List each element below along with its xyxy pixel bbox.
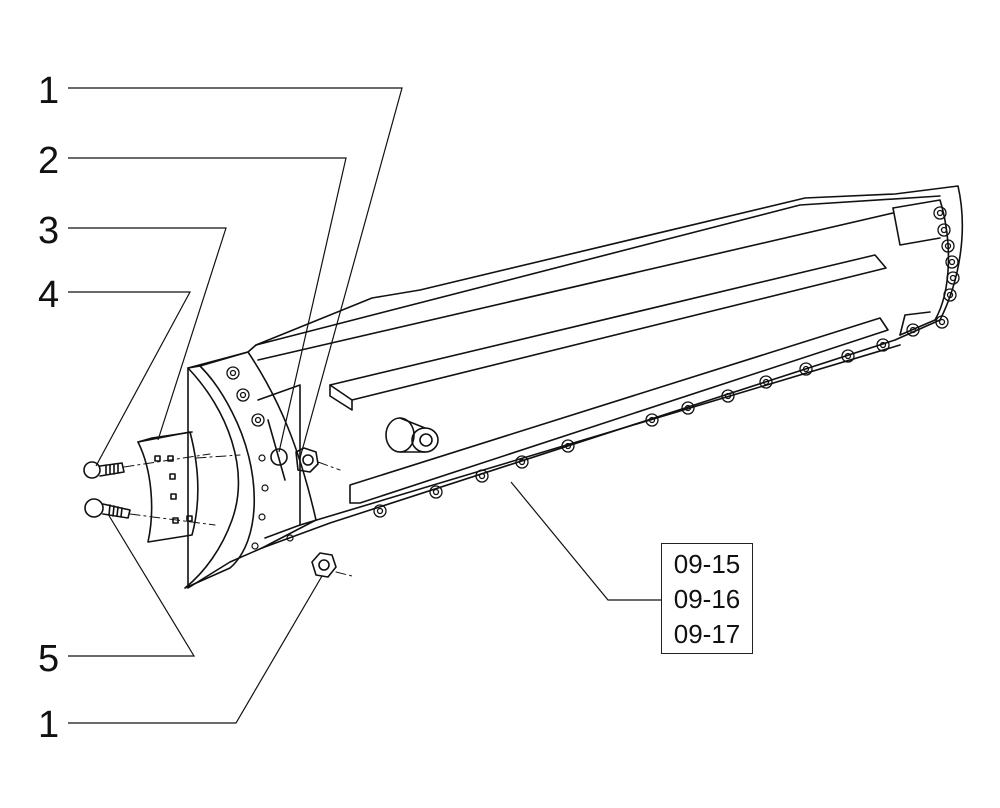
ref-label-0917: 09-17 [673, 618, 741, 649]
end-plate-inner [199, 351, 317, 549]
ref-label-0915: 09-15 [673, 548, 741, 579]
carriage-bolt-lower [84, 498, 131, 519]
upper-angle-bar [329, 254, 887, 401]
upper-edge [257, 212, 894, 361]
rear-end [892, 199, 950, 336]
callout-4: 4 [38, 274, 60, 316]
leader-1-bottom [68, 575, 323, 724]
end-plate-holes [251, 454, 294, 550]
front-web [257, 384, 301, 539]
nut-upper [270, 447, 319, 473]
leader-5 [68, 513, 196, 657]
wear-pad [137, 431, 199, 543]
beam-body [187, 185, 964, 589]
end-plate [184, 365, 256, 589]
assembly-lines [123, 453, 353, 577]
leader-2 [68, 157, 347, 453]
callout-2: 2 [38, 140, 60, 182]
callout-1-top: 1 [38, 70, 60, 112]
side-fitting [385, 417, 439, 453]
lower-skirt [299, 344, 901, 526]
callout-1-bottom: 1 [38, 704, 60, 746]
nut-lower [311, 552, 337, 578]
top-ridge [255, 195, 941, 346]
rear-end-bolts [906, 206, 960, 337]
leader-4 [68, 291, 192, 467]
leader-3 [68, 227, 227, 441]
leader-lines [68, 87, 661, 724]
reference-box: 09-15 09-16 09-17 [661, 543, 753, 654]
leader-ref [510, 481, 661, 601]
lower-bar-bolts [373, 338, 890, 518]
ref-label-0916: 09-16 [673, 583, 741, 614]
end-plate-bolts [226, 366, 265, 427]
lower-angle-bar [349, 317, 889, 504]
leader-1-top [68, 87, 403, 459]
callout-5: 5 [38, 638, 60, 680]
callout-3: 3 [38, 210, 60, 252]
carriage-bolt-upper [83, 461, 125, 479]
